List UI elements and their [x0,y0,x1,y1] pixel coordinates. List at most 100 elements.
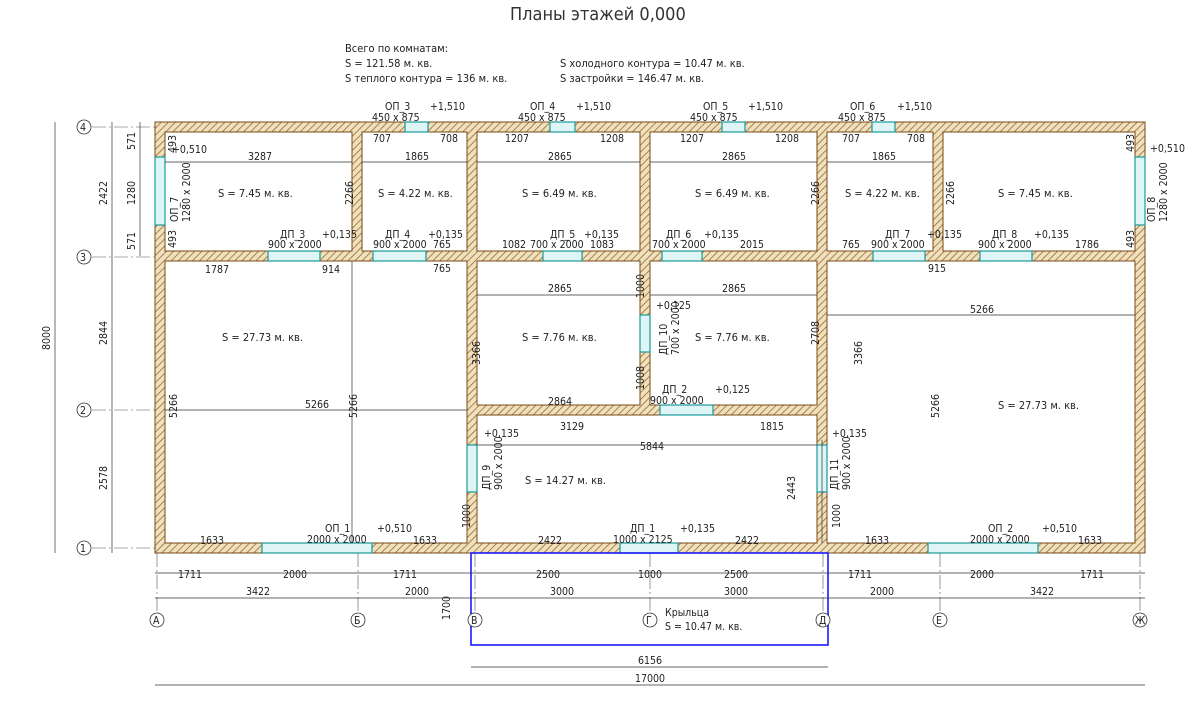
drawing-label: 2266 [344,181,356,205]
drawing-label: 2500 [724,569,748,581]
drawing-label: S = 6.49 м. кв. [695,187,770,200]
drawing-label: 3287 [248,151,272,163]
drawing-label: 2865 [722,151,746,163]
drawing-label: 1787 [205,264,229,276]
drawing-label: S = 14.27 м. кв. [525,474,606,487]
drawing-label: 3366 [853,341,865,365]
drawing-label: ОП_7 [169,197,181,222]
porch-area: S = 10.47 м. кв. [665,621,742,633]
drawing-label: ОП_5 [703,101,728,113]
drawing-label: 2000 [283,569,307,581]
drawing-label: S = 7.76 м. кв. [695,331,770,344]
drawing-label: 765 [433,239,451,251]
drawing-label: S = 7.76 м. кв. [522,331,597,344]
window-op5 [721,121,746,133]
drawing-title: Планы этажей 0,000 [510,4,686,25]
drawing-label: 2865 [722,283,746,295]
grid-axes [92,126,1141,612]
porch-outline [470,552,829,646]
drawing-label: 2864 [548,396,572,408]
drawing-label: 1280 x 2000 [181,162,193,222]
drawing-label: 493 [1125,230,1137,248]
drawing-label: 5266 [305,399,329,411]
drawing-label: +0,135 [704,229,739,241]
drawing-label: 1633 [865,535,889,547]
drawing-label: 1633 [200,535,224,547]
window-op7 [154,156,166,226]
drawing-label: 708 [440,133,458,145]
drawing-label: +0,125 [656,300,691,312]
drawing-label: S = 7.45 м. кв. [998,187,1073,200]
drawing-label: +0,135 [1034,229,1069,241]
drawing-label: 765 [842,239,860,251]
door-dp2 [659,404,714,416]
drawing-label: 450 x 875 [838,112,886,124]
drawing-label: 1000 [638,569,662,581]
drawing-label: 1207 [505,133,529,145]
drawing-label: 5266 [930,394,942,418]
drawing-label: ДП_5 [550,229,575,241]
drawing-label: 2000 [405,586,429,598]
drawing-label: 2578 [98,466,110,490]
drawing-label: ОП_6 [850,101,875,113]
drawing-label: Б [354,615,360,627]
drawing-label: 2708 [810,321,822,345]
drawing-label: +0,135 [584,229,619,241]
drawing-label: 5844 [640,441,664,453]
drawing-label: 3422 [246,586,270,598]
door-dp6 [661,250,703,262]
drawing-label: 1 [80,543,86,555]
drawing-label: 2865 [548,151,572,163]
drawing-label: ДП_8 [992,229,1017,241]
door-dp4 [372,250,427,262]
rooms [164,131,1136,544]
drawing-label: 708 [907,133,925,145]
drawing-label: +0,135 [927,229,962,241]
drawing-label: 450 x 875 [690,112,738,124]
drawing-label: 1865 [405,151,429,163]
drawing-label: 493 [167,230,179,248]
door-dp9 [466,444,478,493]
drawing-label: ДП_11 [829,459,841,490]
drawing-label: 1711 [393,569,417,581]
drawing-label: 900 x 2000 [373,239,427,251]
drawing-label: 707 [373,133,391,145]
drawing-label: +1,510 [576,101,611,113]
drawing-label: 17000 [635,673,665,685]
drawing-label: +0,135 [428,229,463,241]
drawing-label: 900 x 2000 [650,395,704,407]
drawing-label: 1865 [872,151,896,163]
drawing-label: 571 [126,232,138,250]
door-dp8 [979,250,1033,262]
drawing-label: ДП_10 [658,324,670,355]
window-op8 [1134,156,1146,226]
drawing-label: 2000 [970,569,994,581]
drawing-label: +0,510 [377,523,412,535]
window-op6 [871,121,896,133]
drawing-label: S = 27.73 м. кв. [998,399,1079,412]
drawing-label: 3000 [550,586,574,598]
drawing-label: 5266 [168,394,180,418]
area-summary: Всего по комнатам: S = 121.58 м. кв. S т… [345,42,745,85]
drawing-label: 900 x 2000 [268,239,322,251]
door-dp7 [872,250,926,262]
window-op3 [404,121,429,133]
drawing-label: ДП_9 [481,465,493,490]
drawing-label: 700 x 2000 [530,239,584,251]
drawing-label: +0,135 [832,428,867,440]
drawing-label: +0,135 [322,229,357,241]
summary-heading: Всего по комнатам: [345,42,448,55]
drawing-label: +0,135 [484,428,519,440]
drawing-label: 1000 [461,504,473,528]
drawing-label: 2865 [548,283,572,295]
window-op2 [927,542,1039,554]
drawing-label: 571 [126,132,138,150]
drawing-label: 3 [80,252,86,264]
drawing-label: 915 [928,263,946,275]
drawing-label: ОП_2 [988,523,1013,535]
summary-cold: S холодного контура = 10.47 м. кв. [560,57,745,70]
drawing-label: ОП_1 [325,523,350,535]
drawing-label: 2000 [870,586,894,598]
drawing-label: 3129 [560,421,584,433]
drawing-label: 900 x 2000 [493,436,505,490]
